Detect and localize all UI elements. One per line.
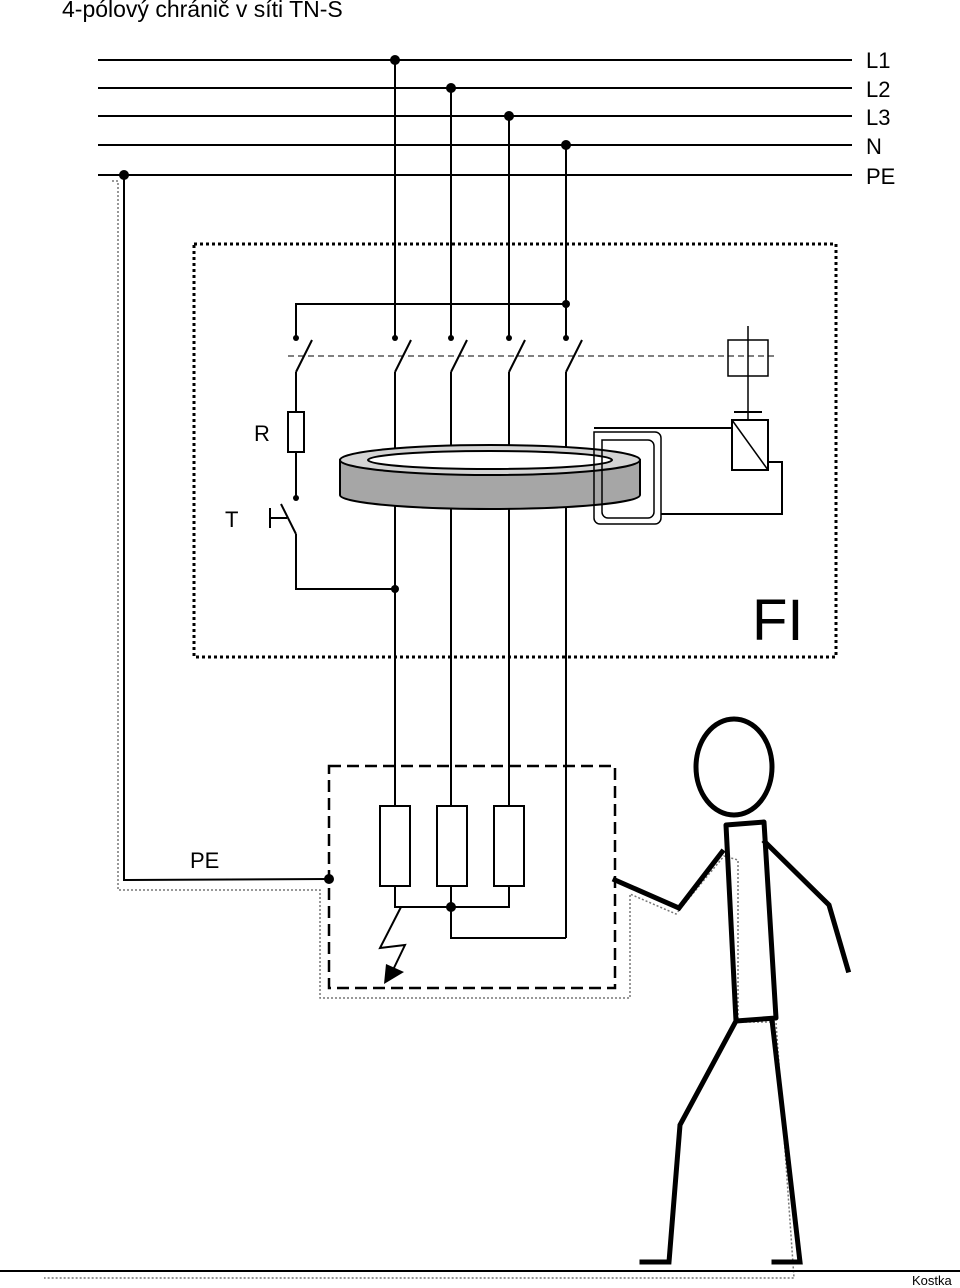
test-button-label: T: [225, 507, 238, 532]
bus-label-pe: PE: [866, 164, 895, 189]
load-resistor-l1: [379, 805, 411, 887]
resistor-label: R: [254, 421, 270, 446]
pe-connection-label: PE: [190, 848, 219, 873]
load-resistor-l3: [493, 805, 525, 887]
bus-label-l1: L1: [866, 48, 890, 73]
test-resistor: [287, 411, 305, 453]
footer-label: Kostka: [912, 1273, 953, 1288]
appliance-enclosure: [327, 764, 617, 990]
test-branch-junction: [562, 300, 570, 308]
test-button[interactable]: [269, 495, 299, 535]
test-wire-lower: [295, 534, 395, 590]
person-figure: [611, 716, 852, 1265]
bus-label-l2: L2: [866, 77, 890, 102]
diagram-title: 4-pólový chránič v síti TN-S: [62, 0, 343, 22]
test-branch-top: [295, 303, 566, 338]
pe-conductor: [123, 175, 330, 882]
trip-lock-symbol: [727, 326, 769, 413]
rcd-enclosure: [192, 242, 838, 659]
main-switch-contacts: [293, 335, 583, 373]
neutral-return: [450, 907, 566, 939]
device-label: FI: [752, 588, 804, 653]
insulation-fault-arrow: [378, 906, 407, 984]
supply-buses: [98, 59, 852, 176]
trip-relay: [731, 412, 769, 471]
bus-label-n: N: [866, 134, 882, 159]
load-resistor-l2: [436, 805, 468, 887]
bus-label-l3: L3: [866, 105, 890, 130]
touch-current-path: [44, 180, 795, 1279]
summation-current-transformer: [339, 444, 641, 510]
sensing-coil: [593, 427, 783, 525]
